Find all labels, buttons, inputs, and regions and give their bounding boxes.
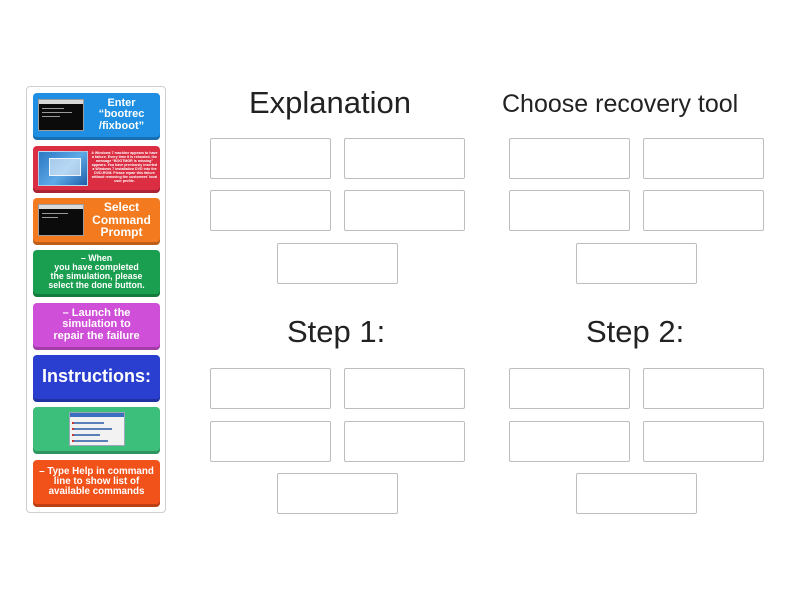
tile-command-prompt[interactable]: Select Command Prompt — [33, 198, 160, 245]
windows-7-setup-thumbnail — [38, 151, 88, 186]
step2-drop-slot[interactable] — [509, 421, 630, 462]
tile-launch-label: – Launch the simulation to repair the fa… — [53, 306, 140, 342]
group-title-step1: Step 1: — [287, 314, 386, 349]
recovery-tool-drop-slot[interactable] — [509, 138, 630, 179]
tile-bootrec-label: Enter “bootrec /fixboot” — [98, 96, 145, 132]
command-prompt-thumbnail — [38, 99, 84, 131]
step2-drop-slot[interactable] — [643, 421, 764, 462]
recovery-tool-drop-slot[interactable] — [643, 190, 764, 231]
recovery-tool-drop-slot[interactable] — [643, 138, 764, 179]
explanation-drop-slot[interactable] — [344, 138, 465, 179]
tile-done-instruction[interactable]: – When you have completed the simulation… — [33, 250, 160, 297]
tile-launch-instruction[interactable]: – Launch the simulation to repair the fa… — [33, 303, 160, 350]
group-title-step2: Step 2: — [586, 314, 685, 349]
recovery-tool-drop-slot[interactable] — [509, 190, 630, 231]
command-prompt-thumbnail — [38, 204, 84, 236]
tile-command-prompt-label: Select Command Prompt — [92, 200, 151, 240]
tile-scenario[interactable]: A Windows 7 machine appears to have a fa… — [33, 146, 160, 193]
tile-bootrec[interactable]: Enter “bootrec /fixboot” — [33, 93, 160, 140]
step1-drop-slot[interactable] — [344, 368, 465, 409]
explanation-drop-slot[interactable] — [210, 138, 331, 179]
tile-instructions[interactable]: Instructions: — [33, 355, 160, 402]
system-recovery-options-thumbnail — [69, 412, 125, 446]
explanation-drop-slot[interactable] — [277, 243, 398, 284]
recovery-tool-drop-slot[interactable] — [576, 243, 697, 284]
tile-bank: Enter “bootrec /fixboot” A Windows 7 mac… — [26, 86, 166, 513]
tile-help-instruction[interactable]: – Type Help in command line to show list… — [33, 460, 160, 507]
step1-drop-slot[interactable] — [344, 421, 465, 462]
step1-drop-slot[interactable] — [210, 368, 331, 409]
group-title-recovery-tool: Choose recovery tool — [502, 90, 739, 118]
group-title-explanation: Explanation — [249, 85, 412, 120]
explanation-drop-slot[interactable] — [344, 190, 465, 231]
step2-drop-slot[interactable] — [643, 368, 764, 409]
tile-help-label: – Type Help in command line to show list… — [39, 465, 154, 498]
tile-scenario-label: A Windows 7 machine appears to have a fa… — [91, 151, 158, 183]
explanation-drop-slot[interactable] — [210, 190, 331, 231]
tile-done-label: – When you have completed the simulation… — [48, 252, 145, 291]
step1-drop-slot[interactable] — [277, 473, 398, 514]
step2-drop-slot[interactable] — [509, 368, 630, 409]
tile-recovery-options[interactable] — [33, 407, 160, 454]
step1-drop-slot[interactable] — [210, 421, 331, 462]
step2-drop-slot[interactable] — [576, 473, 697, 514]
tile-instructions-label: Instructions: — [41, 366, 151, 387]
